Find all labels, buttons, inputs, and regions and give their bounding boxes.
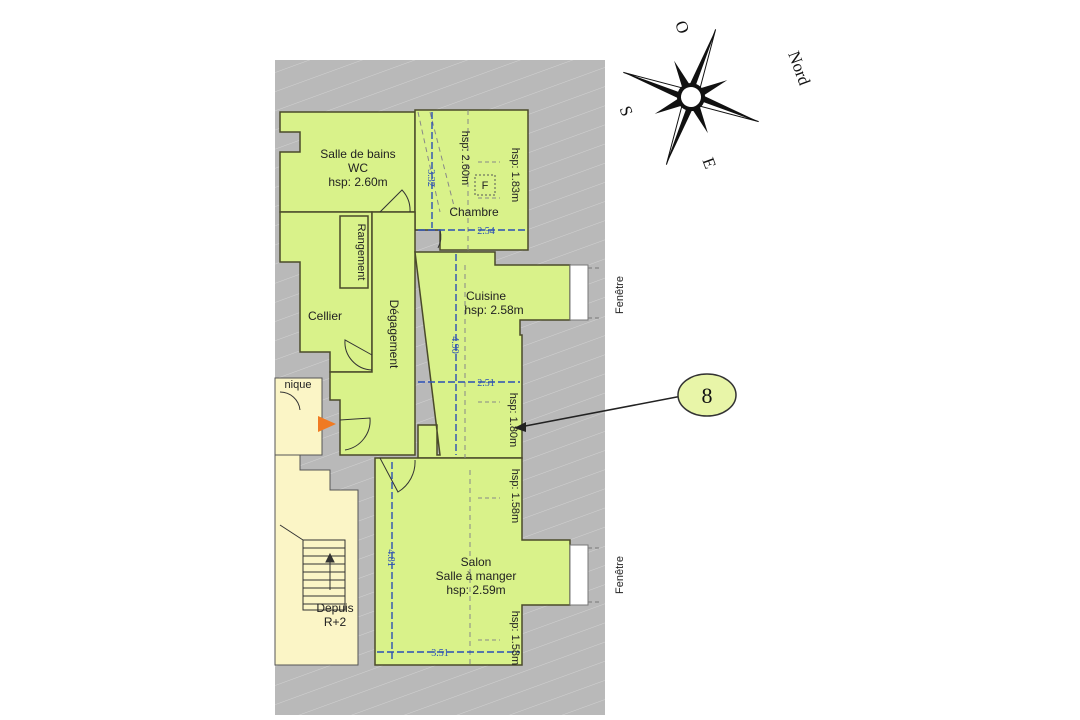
bathroom-height: hsp: 2.60m <box>328 175 387 189</box>
bedroom-name: Chambre <box>449 205 499 219</box>
living-height-low-bottom: hsp: 1.58m <box>509 611 521 665</box>
compass-west: O <box>671 18 693 36</box>
hallway-name: Dégagement <box>387 300 401 369</box>
marker-8 <box>677 373 737 417</box>
marker-pointer-line <box>519 395 683 428</box>
room-kitchen <box>414 251 571 459</box>
slope-guides <box>417 110 471 665</box>
dimension-lines <box>377 112 526 660</box>
dim-kitchen-width: 2.51 <box>477 378 495 389</box>
room-hallway <box>329 211 416 456</box>
compass-north: Nord <box>784 48 814 88</box>
bathroom-name-line1: Salle de bains <box>320 147 395 161</box>
room-storage <box>339 215 369 289</box>
window-lower-label: Fenêtre <box>614 556 626 594</box>
compass-east: E <box>698 155 719 171</box>
compass-rose-icon <box>623 29 759 165</box>
living-height: hsp: 2.59m <box>446 583 505 597</box>
window-lower <box>569 544 600 606</box>
bathroom-name-line2: WC <box>348 161 368 175</box>
window-upper <box>569 264 600 321</box>
stairs-label-line1: Depuis <box>316 601 353 615</box>
technical-room-name: nique <box>285 379 312 391</box>
stair-steps <box>279 524 346 611</box>
kitchen-height: hsp: 2.58m <box>464 303 523 317</box>
dim-living-width: 3.51 <box>431 648 449 659</box>
stairwell-area <box>274 454 359 666</box>
bedroom-height-low: hsp: 1.83m <box>509 148 521 202</box>
dim-bedroom-width: 2.54 <box>477 226 495 237</box>
door-swings <box>279 189 442 493</box>
stairs-label-line2: R+2 <box>324 615 347 629</box>
bedroom-fixture-label: F <box>482 180 489 192</box>
kitchen-height-low: hsp: 1.80m <box>507 393 519 447</box>
window-upper-label: Fenêtre <box>614 276 626 314</box>
bedroom-fixture-box <box>474 174 496 196</box>
entry-arrow <box>318 416 336 432</box>
storage-name: Rangement <box>355 224 367 281</box>
marker-pointer-head <box>514 422 526 432</box>
living-name-line1: Salon <box>461 555 492 569</box>
cellar-name: Cellier <box>308 309 342 323</box>
marker-number: 8 <box>702 383 713 408</box>
slope-arrows <box>478 161 500 641</box>
living-name-line2: Salle à manger <box>436 569 517 583</box>
dim-kitchen-height: 4.90 <box>449 336 460 354</box>
compass-south: S <box>616 103 637 118</box>
dim-living-height: 4.81 <box>385 549 396 567</box>
dim-bedroom-height: 3.32 <box>425 169 436 187</box>
bedroom-height: hsp: 2.60m <box>459 131 471 185</box>
living-height-low-top: hsp: 1.58m <box>509 469 521 523</box>
technical-room-area <box>274 377 323 456</box>
kitchen-name: Cuisine <box>466 289 506 303</box>
